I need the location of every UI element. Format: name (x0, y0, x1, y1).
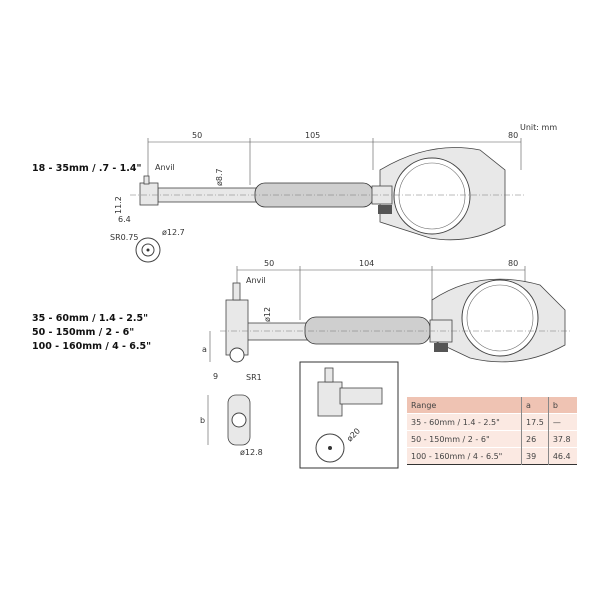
bottom-title-3: 100 - 160mm / 4 - 6.5" (32, 341, 151, 352)
top-anvil-label: Anvil (155, 163, 175, 172)
top-offset: 6.4 (118, 215, 131, 224)
top-title: 18 - 35mm / .7 - 1.4" (32, 163, 141, 174)
bottom-sr: SR1 (246, 373, 262, 382)
cell: 26 (521, 430, 549, 448)
top-rod-diameter: ø8.7 (215, 168, 224, 186)
header-range: Range (407, 396, 522, 414)
bottom-rod-diameter: ø12 (263, 307, 272, 322)
bottom-dim-80: 80 (508, 259, 518, 268)
bottom-anvil-label: Anvil (246, 276, 266, 285)
top-sr: SR0.75 (110, 233, 138, 242)
top-dim-50: 50 (192, 131, 202, 140)
cell: 37.8 (547, 430, 577, 448)
top-dim-80: 80 (508, 131, 518, 140)
dim-9: 9 (213, 372, 218, 381)
cell: 50 - 150mm / 2 - 6" (407, 430, 522, 448)
top-gauge: 18 - 35mm / .7 - 1.4" 50 105 80 Anvil ø8… (32, 131, 525, 263)
dim-b: b (200, 416, 205, 425)
cell: 17.5 (521, 413, 549, 431)
bottom-title-2: 50 - 150mm / 2 - 6" (32, 327, 134, 338)
cell: 39 (521, 447, 549, 465)
bottom-title-1: 35 - 60mm / 1.4 - 2.5" (32, 313, 148, 324)
header-a: a (521, 396, 549, 414)
dim-a: a (202, 345, 207, 354)
bottom-anvil-diameter: ø12.8 (240, 448, 263, 457)
unit-label: Unit: mm (520, 123, 557, 132)
table-row: 35 - 60mm / 1.4 - 2.5"17.5— (407, 413, 577, 431)
bottom-dim-50: 50 (264, 259, 274, 268)
bottom-gauge: 35 - 60mm / 1.4 - 2.5" 50 - 150mm / 2 - … (32, 259, 570, 469)
cell: 35 - 60mm / 1.4 - 2.5" (407, 413, 522, 431)
header-b: b (547, 396, 577, 414)
inset-box (299, 361, 399, 469)
top-height: 11.2 (114, 196, 123, 214)
top-dim-105: 105 (305, 131, 320, 140)
cell: — (547, 413, 577, 431)
bottom-dim-104: 104 (359, 259, 374, 268)
cell: 100 - 160mm / 4 - 6.5" (407, 447, 522, 465)
top-anvil-diameter: ø12.7 (162, 228, 185, 237)
cell: 46.4 (547, 447, 577, 465)
